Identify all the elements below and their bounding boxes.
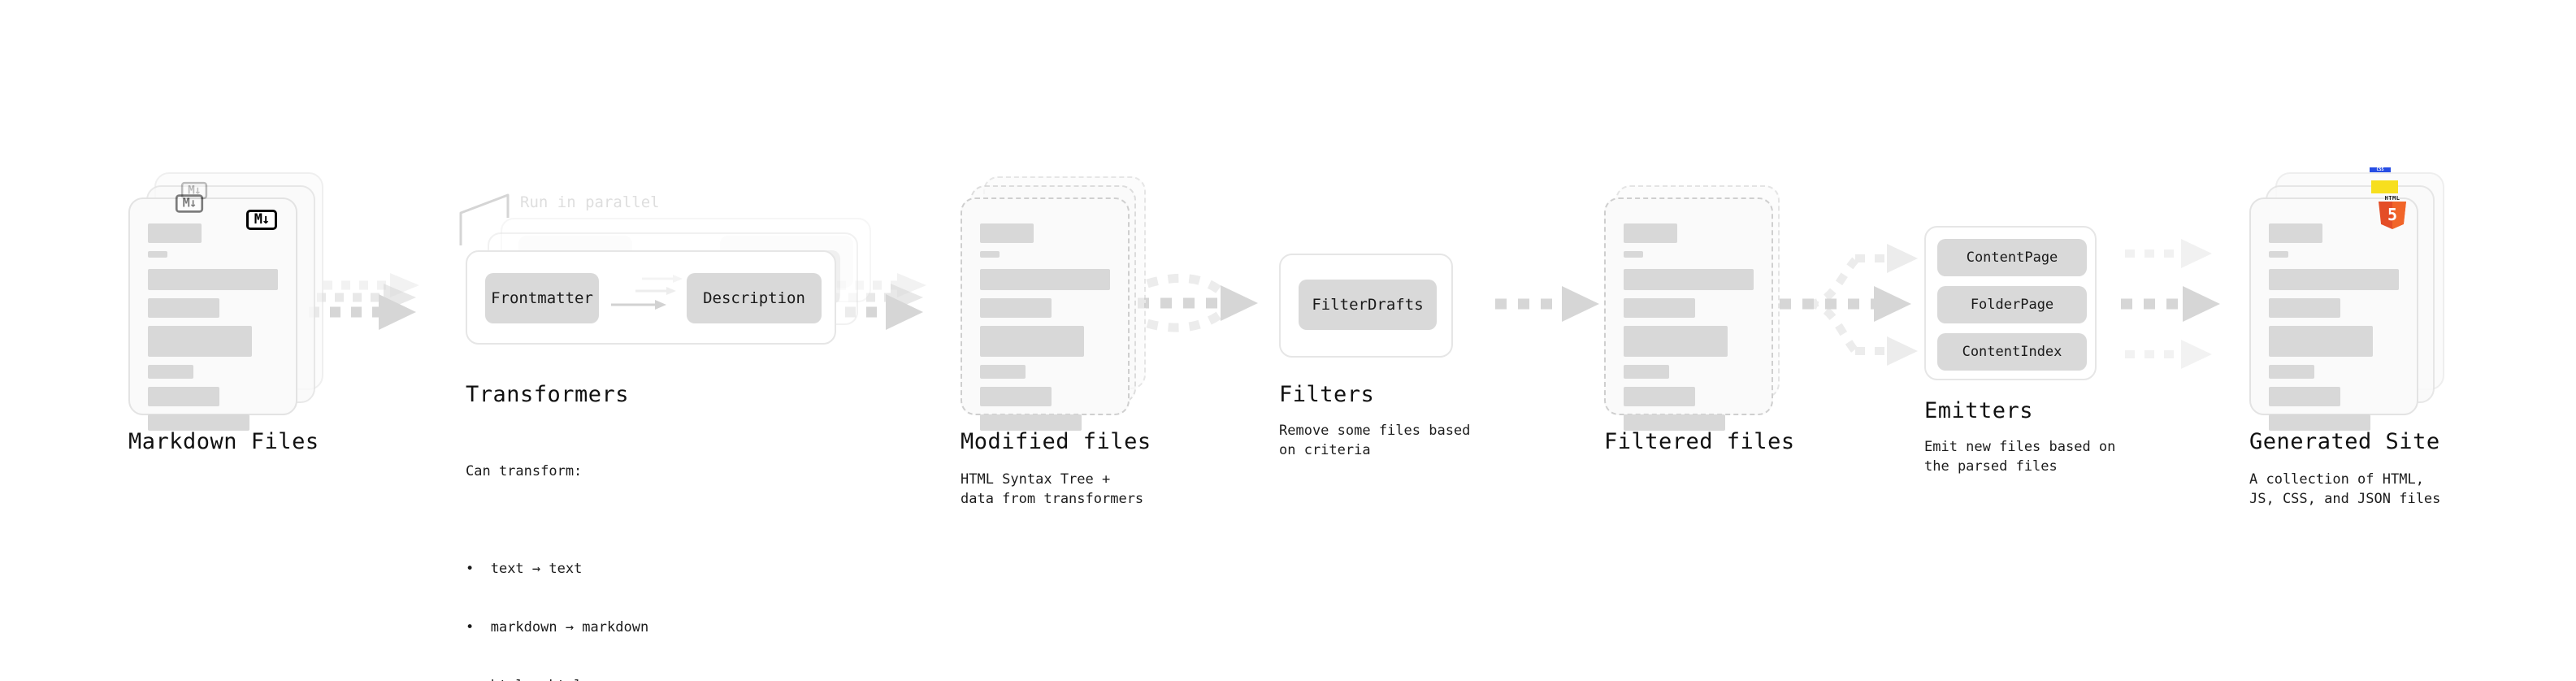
filters-container: FilterDrafts <box>1279 254 1453 358</box>
html5-icon-word: HTML <box>2384 195 2400 202</box>
transformers-bullet-2: html → html <box>466 676 648 681</box>
css-icon: CSS <box>2370 167 2391 172</box>
emitter-chip-folderpage[interactable]: FolderPage <box>1937 286 2087 323</box>
transformers-subtitle-heading: Can transform: <box>466 463 583 479</box>
markdown-file-card-front <box>128 197 297 431</box>
emitter-chip-contentpage[interactable]: ContentPage <box>1937 239 2087 276</box>
arrow-transformers-to-modified <box>824 273 926 330</box>
transformers-bullet-1: markdown → markdown <box>466 618 648 637</box>
arrow-filtered-to-emitters <box>1780 244 1918 366</box>
stage-title-filtered-files: Filtered files <box>1604 429 1795 454</box>
markdown-icon-mid: M↓ <box>175 194 204 213</box>
modified-files-description: HTML Syntax Tree + data from transformer… <box>961 471 1144 507</box>
js-icon <box>2371 180 2398 193</box>
stage-title-emitters: Emitters <box>1924 398 2034 423</box>
arrow-emitters-to-site <box>2121 239 2220 369</box>
emitters-container: ContentPage FolderPage ContentIndex <box>1924 226 2097 380</box>
filter-chip-filterdrafts[interactable]: FilterDrafts <box>1299 280 1437 330</box>
html5-icon-number: 5 <box>2387 205 2398 224</box>
stage-title-modified-files: Modified files <box>961 429 1151 454</box>
transformers-bullet-0: text → text <box>466 559 648 579</box>
transformer-container-front: Frontmatter Description <box>466 250 836 345</box>
transformers-bullet-list: text → text markdown → markdown html → h… <box>466 520 648 681</box>
stage-title-transformers: Transformers <box>466 382 630 407</box>
emitters-description: Emit new files based on the parsed files <box>1924 439 2116 475</box>
site-file-card-front <box>2249 197 2418 431</box>
transformer-chip-description[interactable]: Description <box>687 273 822 323</box>
run-in-parallel-bracket <box>459 193 510 245</box>
stage-title-filters: Filters <box>1279 382 1375 407</box>
html5-icon-shield: 5 <box>2379 202 2406 229</box>
arrow-filters-to-filtered <box>1495 286 1599 322</box>
stage-title-generated-site: Generated Site <box>2249 429 2440 454</box>
markdown-icon: M↓ <box>246 210 277 230</box>
generated-site-description: A collection of HTML, JS, CSS, and JSON … <box>2249 471 2441 507</box>
filters-description: Remove some files based on criteria <box>1279 423 1471 458</box>
stage-title-markdown-files: Markdown Files <box>128 429 319 454</box>
transformers-description: Can transform: text → text markdown → ma… <box>466 423 648 681</box>
run-in-parallel-label: Run in parallel <box>520 193 660 211</box>
arrow-modified-to-filters <box>1138 273 1258 332</box>
html5-icon: HTML 5 <box>2378 195 2407 229</box>
emitter-chip-contentindex[interactable]: ContentIndex <box>1937 333 2087 371</box>
filtered-file-card-front <box>1604 197 1773 431</box>
transformer-chip-frontmatter[interactable]: Frontmatter <box>485 273 599 323</box>
modified-file-card-front <box>961 197 1130 431</box>
arrow-markdown-to-transformers <box>309 273 419 330</box>
